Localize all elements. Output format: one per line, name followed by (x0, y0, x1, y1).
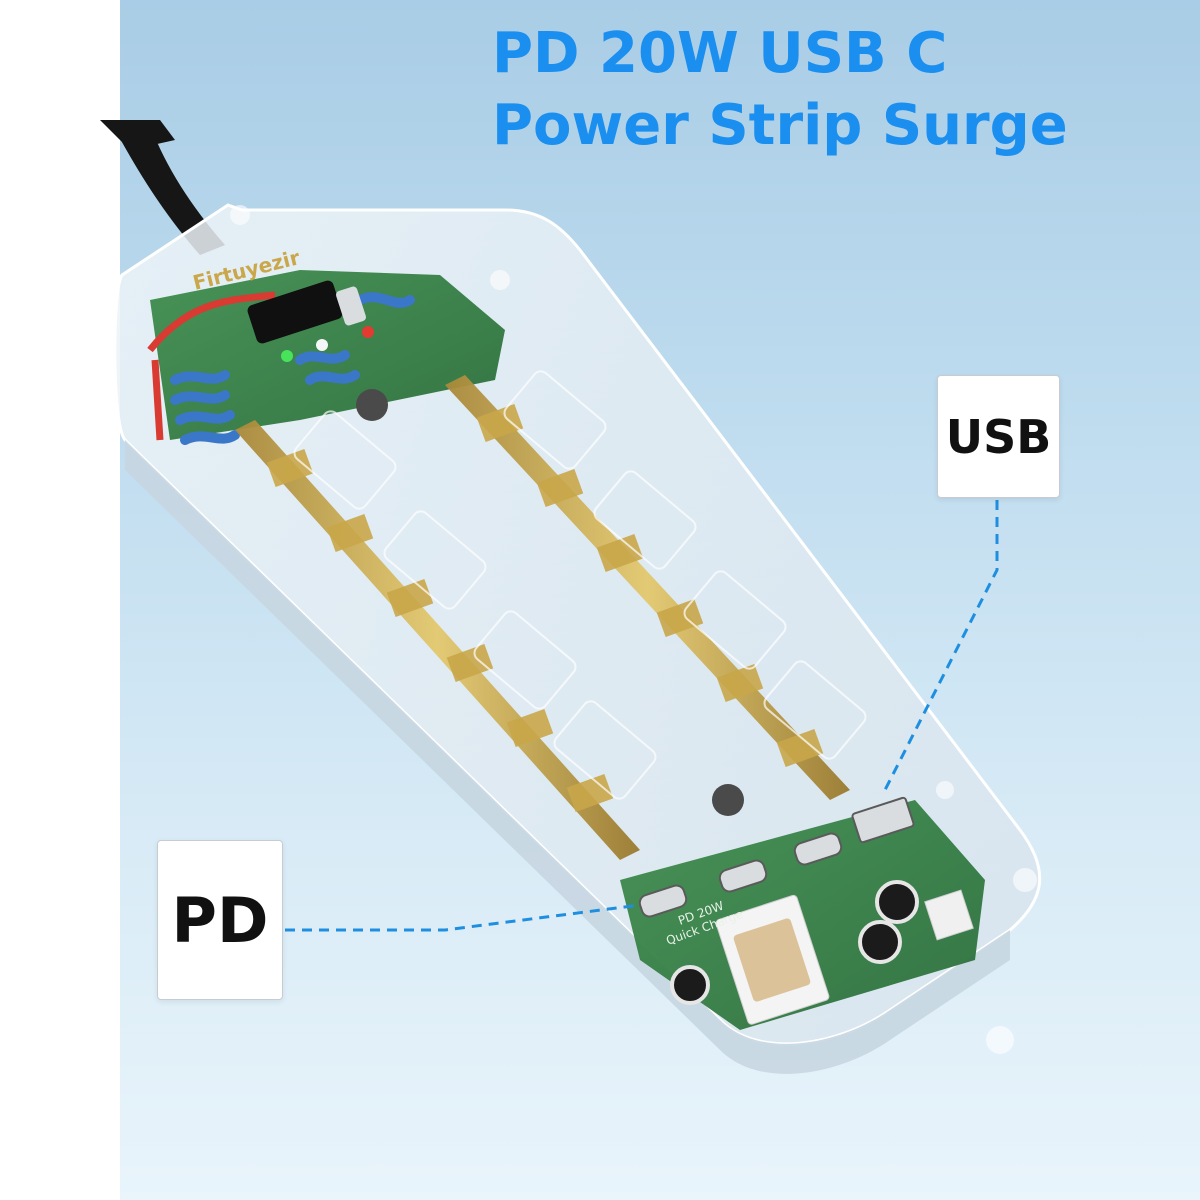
usb-callout-label: USB (937, 375, 1060, 498)
power-cord (118, 125, 225, 255)
pd-callout-label: PD (157, 840, 283, 1000)
usb-ports (638, 796, 915, 918)
headline: PD 20W USB C Power Strip Surge (492, 18, 1068, 162)
headline-line-2: Power Strip Surge (492, 93, 1068, 158)
headline-line-1: PD 20W USB C (492, 21, 948, 86)
rocker-switch (247, 280, 366, 344)
